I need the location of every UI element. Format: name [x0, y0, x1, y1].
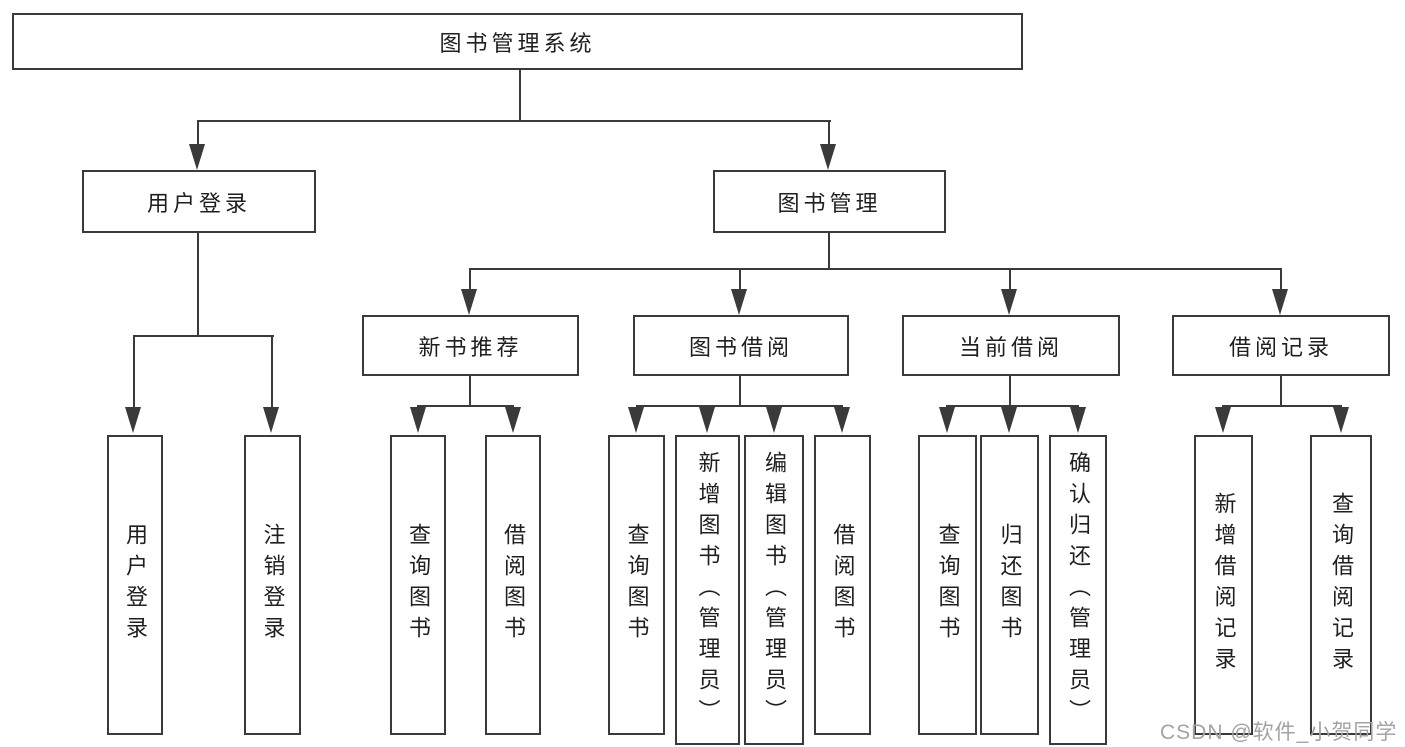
connector-stem-current-borrow: [1009, 268, 1011, 292]
leaf-label: 借阅图书: [501, 523, 526, 647]
node-label: 用户登录: [146, 190, 251, 216]
leaf-query-borrow-record: 查询借阅记录: [1310, 435, 1372, 735]
connector-root-split: [198, 120, 831, 122]
arrowhead-new-book: [461, 289, 477, 315]
node-book-management: 图书管理: [713, 170, 946, 233]
connector-user-trunk: [197, 233, 199, 337]
node-borrowing-records: 借阅记录: [1172, 315, 1390, 376]
leaf-label: 新增图书（管理员）: [695, 450, 721, 730]
arrowhead-book-borrow: [731, 289, 747, 315]
arrowhead-newbook-borrow: [505, 407, 521, 433]
arrowhead-current-return: [1001, 407, 1017, 433]
leaf-label: 确认归还（管理员）: [1066, 450, 1091, 730]
leaf-borrow-query-books: 查询图书: [608, 435, 665, 735]
leaf-return-books: 归还图书: [980, 435, 1039, 735]
arrowhead-borrow-edit: [766, 407, 782, 433]
arrowhead-leaf-logout: [263, 407, 279, 433]
connector-trunk-record: [1280, 376, 1282, 407]
node-label: 新书推荐: [418, 334, 523, 360]
node-new-book-recommend: 新书推荐: [362, 315, 579, 376]
connector-trunk-newbook: [469, 376, 471, 407]
node-book-borrowing: 图书借阅: [633, 315, 849, 376]
connector-mgmt-split: [469, 268, 1282, 270]
node-label: 图书管理: [777, 190, 882, 216]
leaf-label: 查询借阅记录: [1329, 492, 1354, 678]
connector-split-newbook: [417, 405, 514, 407]
node-label: 图书管理系统: [439, 30, 596, 56]
node-user-login: 用户登录: [82, 170, 316, 233]
leaf-edit-book-admin: 编辑图书（管理员）: [744, 435, 804, 745]
leaf-newbook-query-books: 查询图书: [390, 435, 446, 735]
leaf-newbook-borrow-books: 借阅图书: [485, 435, 541, 735]
connector-stem-leaf-logout: [271, 335, 273, 409]
arrowhead-record-add: [1215, 407, 1231, 433]
leaf-confirm-return-admin: 确认归还（管理员）: [1049, 435, 1107, 745]
leaf-label: 新增借阅记录: [1211, 492, 1237, 678]
watermark-text: CSDN @软件_小贺同学: [1160, 721, 1398, 744]
leaf-label: 归还图书: [997, 523, 1023, 647]
arrowhead-book-management: [820, 144, 836, 170]
connector-stem-user-login: [197, 120, 199, 147]
connector-trunk-borrow: [739, 376, 741, 407]
connector-stem-leaf-user-login: [133, 335, 135, 409]
arrowhead-leaf-user-login: [125, 407, 141, 433]
leaf-label: 查询图书: [935, 523, 961, 647]
arrowhead-current-borrow: [1001, 289, 1017, 315]
connector-user-split: [134, 335, 274, 337]
connector-split-current: [946, 405, 1079, 407]
leaf-add-book-admin: 新增图书（管理员）: [675, 435, 740, 745]
node-label: 借阅记录: [1228, 334, 1333, 360]
connector-root-trunk: [519, 70, 521, 122]
connector-trunk-current: [1009, 376, 1011, 407]
arrowhead-record-query: [1333, 407, 1349, 433]
leaf-label: 查询图书: [624, 523, 650, 647]
leaf-add-borrow-record: 新增借阅记录: [1194, 435, 1253, 735]
leaf-borrow-books: 借阅图书: [814, 435, 871, 735]
arrowhead-borrow-borrow: [834, 407, 850, 433]
arrowhead-newbook-query: [410, 407, 426, 433]
leaf-user-login: 用户登录: [107, 435, 163, 735]
leaf-label: 借阅图书: [830, 523, 856, 647]
node-current-borrowing: 当前借阅: [902, 315, 1120, 376]
leaf-label: 编辑图书（管理员）: [762, 450, 787, 730]
leaf-label: 用户登录: [123, 523, 148, 647]
arrowhead-borrow-add: [699, 407, 715, 433]
leaf-label: 注销登录: [260, 523, 286, 647]
connector-mgmt-trunk: [828, 233, 830, 270]
leaf-logout: 注销登录: [244, 435, 301, 735]
leaf-current-query-books: 查询图书: [918, 435, 977, 735]
connector-stem-book-management: [828, 120, 830, 147]
arrowhead-borrow-record: [1272, 289, 1288, 315]
node-library-system: 图书管理系统: [12, 13, 1023, 70]
connector-split-borrow: [636, 405, 843, 407]
node-label: 图书借阅: [688, 334, 793, 360]
connector-stem-borrow-record: [1280, 268, 1282, 292]
arrowhead-current-query: [939, 407, 955, 433]
leaf-label: 查询图书: [406, 523, 431, 647]
node-label: 当前借阅: [958, 334, 1063, 360]
arrowhead-borrow-query: [628, 407, 644, 433]
connector-stem-new-book: [469, 268, 471, 292]
arrowhead-current-confirm: [1070, 407, 1086, 433]
connector-stem-book-borrow: [739, 268, 741, 292]
connector-split-record: [1222, 405, 1342, 407]
arrowhead-user-login: [189, 144, 205, 170]
